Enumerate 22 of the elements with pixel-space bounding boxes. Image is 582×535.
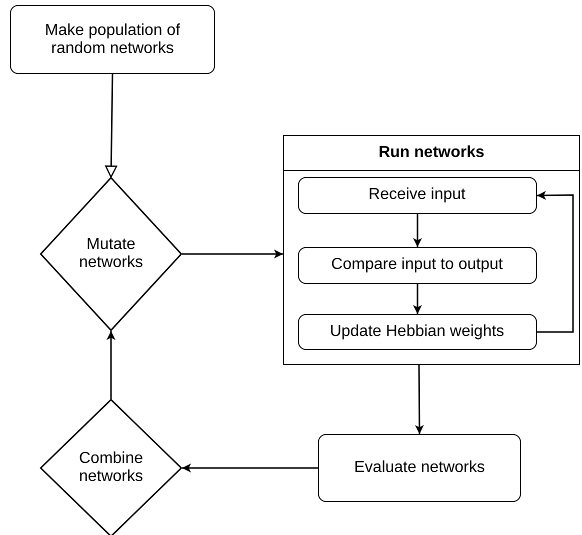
node-label: Update Hebbian weights xyxy=(328,322,506,340)
node-label: Evaluate networks xyxy=(353,459,486,477)
process-box xyxy=(298,314,536,350)
arrow xyxy=(413,214,422,247)
arrow xyxy=(106,331,116,399)
process-box xyxy=(10,5,215,74)
group-heading: Run networks xyxy=(284,136,579,171)
node-label: Compare input to output xyxy=(330,256,504,274)
process-box xyxy=(298,246,536,284)
arrow xyxy=(105,74,118,178)
arrow xyxy=(413,284,422,314)
node-label: Mutate networks xyxy=(78,236,144,272)
arrow xyxy=(182,464,318,472)
group-container xyxy=(283,135,580,365)
process-box xyxy=(318,434,521,502)
arrow xyxy=(536,190,574,333)
process-box xyxy=(298,176,536,214)
arrow xyxy=(414,365,424,434)
node-label: Make population of random networks xyxy=(44,22,182,58)
arrow xyxy=(182,250,283,258)
node-label: Receive input xyxy=(368,186,466,204)
node-label: Combine networks xyxy=(78,450,144,486)
